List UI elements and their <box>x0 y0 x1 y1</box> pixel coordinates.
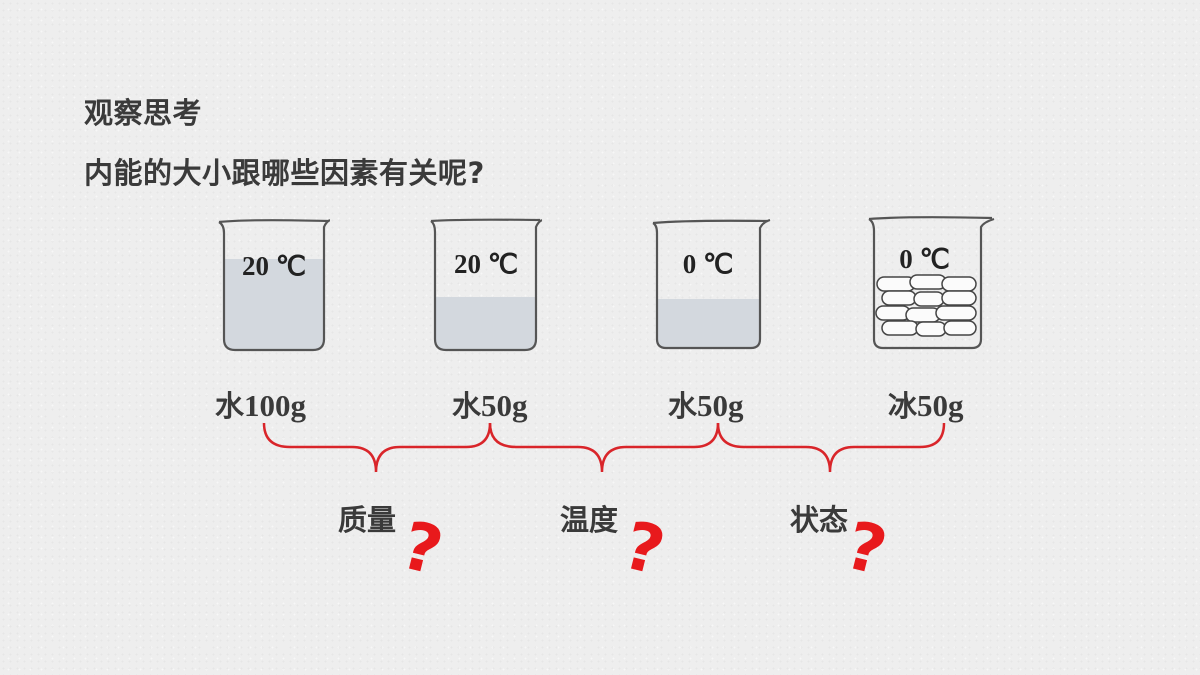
beaker-4-mass: 50g <box>917 388 964 423</box>
beaker-4-temperature: 0 ℃ <box>899 244 950 274</box>
beaker-1-water <box>224 259 324 350</box>
beaker-1: 20 ℃ <box>218 213 330 353</box>
factor-mass: 质量 <box>338 503 397 537</box>
beaker-1-amount: 水100g <box>215 383 306 425</box>
factor-temperature: 温度 <box>560 503 619 537</box>
beaker-2: 20 ℃ <box>430 213 542 353</box>
beaker-4: 0 ℃ <box>868 213 998 353</box>
beaker-3-water <box>657 299 760 348</box>
beaker-1-outline <box>218 219 330 352</box>
beaker-3-mass: 50g <box>697 388 744 423</box>
beaker-2-outline <box>430 218 542 352</box>
beaker-3-outline <box>652 218 771 350</box>
beaker-4-amount: 冰50g <box>888 383 964 425</box>
ice-cubes <box>875 274 977 337</box>
beaker-1-temperature: 20 ℃ <box>241 251 307 281</box>
beaker-2-temperature: 20 ℃ <box>453 249 519 279</box>
beaker-1-mass: 100g <box>244 388 307 423</box>
beaker-2-mass: 50g <box>481 388 528 423</box>
beaker-4-substance: 冰 <box>888 389 918 423</box>
brace-state <box>716 422 946 473</box>
slide-question: 内能的大小跟哪些因素有关呢? <box>84 156 485 190</box>
brace-temperature <box>488 422 720 473</box>
beaker-2-amount: 水50g <box>452 383 528 425</box>
factor-state: 状态 <box>790 503 849 537</box>
beaker-4-graphic <box>868 216 995 350</box>
beaker-4-outline <box>868 216 995 350</box>
beaker-1-substance: 水 <box>215 389 245 423</box>
beaker-3: 0 ℃ <box>652 213 771 353</box>
beaker-3-temperature: 0 ℃ <box>682 249 734 279</box>
beaker-2-substance: 水 <box>452 389 482 423</box>
slide-title: 观察思考 <box>84 96 203 130</box>
beaker-2-graphic <box>430 218 542 352</box>
beaker-1-graphic <box>218 219 330 352</box>
beaker-3-substance: 水 <box>668 389 698 423</box>
beaker-2-water <box>435 297 536 350</box>
brace-mass <box>262 422 492 473</box>
beaker-3-amount: 水50g <box>668 383 744 425</box>
beaker-3-graphic <box>652 218 771 350</box>
